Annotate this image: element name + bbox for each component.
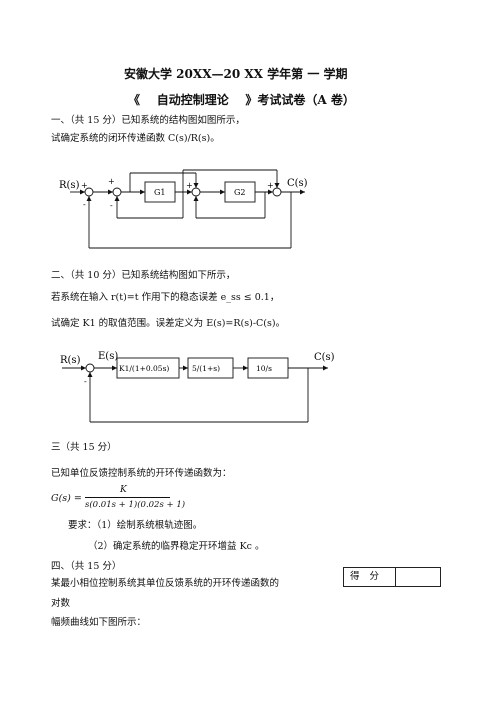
exam-title: 安徽大学 20XX—20 XX 学年第 一 学期 xyxy=(124,67,348,81)
q3-requirement-1: 要求：（1）绘制系统根轨迹图。 xyxy=(68,520,203,531)
q1-block-g1: G1 xyxy=(154,188,165,197)
q1-input-label: R(s) xyxy=(59,180,80,191)
q1-sign-1: + xyxy=(81,181,88,190)
q4-line3: 幅频曲线如下图所示： xyxy=(51,617,147,628)
q2-block-1: K1/(1+0.05s) xyxy=(119,364,169,373)
score-input[interactable] xyxy=(396,568,440,586)
exam-subtitle: 《 自动控制理论 》考试试卷（A 卷） xyxy=(128,93,355,107)
q1-sign-3: + xyxy=(108,177,115,186)
q2-block-3: 10/s xyxy=(256,364,272,373)
q1-prompt: 试确定系统的闭环传递函数 C(s)/R(s)。 xyxy=(51,133,220,144)
q4-line1: 某最小相位控制系统其单位反馈系统的开环传递函数的 xyxy=(51,578,280,589)
q1-output-label: C(s) xyxy=(287,178,308,189)
q3-heading: 三（共 15 分） xyxy=(51,442,117,453)
q1-block-g2: G2 xyxy=(234,188,245,197)
q3-formula-numerator: K xyxy=(120,485,127,495)
score-label: 得分 xyxy=(344,568,396,586)
q2-block-2: 5/(1+s) xyxy=(192,364,220,373)
q2-input-label: R(s) xyxy=(60,355,81,366)
q1-sign-4: - xyxy=(110,201,113,210)
q2-sign-minus: - xyxy=(84,377,87,386)
q1-heading: 一、（共 15 分）已知系统的结构图如图所示， xyxy=(51,115,245,126)
q1-sign-2: - xyxy=(83,200,86,209)
q3-formula-denominator: s(0.01s + 1)(0.02s + 1) xyxy=(85,500,186,510)
q3-fraction-bar xyxy=(85,497,170,498)
q2-condition: 若系统在输入 r(t)=t 作用下的稳态误差 e_ss ≤ 0.1， xyxy=(51,292,280,303)
q3-intro: 已知单位反馈控制系统的开环传递函数为： xyxy=(51,468,232,479)
q3-formula-lhs: G(s) = xyxy=(51,493,82,504)
q4-heading: 四、（共 15 分） xyxy=(51,561,122,572)
q1-sign-6: + xyxy=(267,181,274,190)
q1-block-diagram: R(s) C(s) G1 G2 + - + - + + xyxy=(59,169,308,249)
q3-requirement-2: （2）确定系统的临界稳定开环增益 Kc 。 xyxy=(88,541,265,552)
q2-error-label: E(s) xyxy=(98,351,118,362)
q2-heading: 二、（共 10 分）已知系统结构图如下所示， xyxy=(51,270,236,281)
q4-line2: 对数 xyxy=(51,598,71,609)
q2-prompt: 试确定 K1 的取值范围。误差定义为 E(s)=R(s)-C(s)。 xyxy=(51,318,286,329)
q3-formula: G(s) = K s(0.01s + 1)(0.02s + 1) xyxy=(51,484,231,514)
q2-output-label: C(s) xyxy=(314,352,335,363)
q2-block-diagram: R(s) E(s) C(s) K1/(1+0.05s) 5/(1+s) 10/s… xyxy=(60,351,335,423)
score-box: 得分 xyxy=(343,567,441,587)
q1-sign-5: + xyxy=(186,181,193,190)
